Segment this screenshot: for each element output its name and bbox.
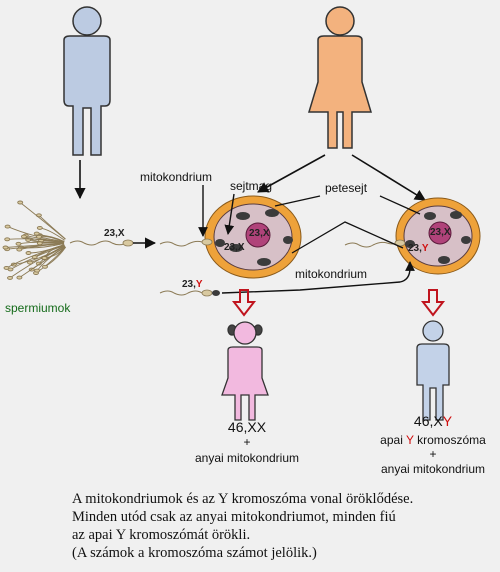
- mitokondrium-top-label: mitokondrium: [140, 170, 212, 184]
- caption-line: Minden utód csak az anyai mitokondriumot…: [72, 509, 396, 525]
- sperm-head: [36, 241, 43, 246]
- sperm-tail: [39, 227, 65, 241]
- sperm-tail: [36, 246, 66, 271]
- sperm-head: [25, 251, 32, 255]
- son-karyotype: 46,XY: [414, 413, 453, 429]
- sperm-tail: [13, 244, 65, 266]
- sperm-tail: [7, 226, 65, 242]
- sperm-head: [20, 234, 27, 239]
- egg-right-nucleus-label: 23,X: [430, 227, 451, 238]
- sperm-head: [2, 245, 9, 250]
- sperm-head: [15, 241, 22, 246]
- daughter-mito-text: anyai mitokondrium: [195, 451, 299, 465]
- red-arrow-daughter: [231, 289, 257, 317]
- sperm-head: [42, 264, 48, 269]
- sperm-y: [159, 289, 220, 297]
- egg-right-sperm-label: 23,Y: [408, 243, 429, 254]
- sperm-head: [16, 247, 23, 252]
- petesejt-line-left: [274, 195, 321, 207]
- petesejt-label: petesejt: [325, 181, 368, 195]
- son-plus: +: [429, 447, 436, 461]
- egg-cell-right: [395, 197, 481, 275]
- sperm-head: [17, 200, 24, 205]
- father-figure: [63, 6, 111, 156]
- sperm-head: [41, 256, 48, 260]
- mitokondrium-bottom-label: mitokondrium: [295, 267, 367, 281]
- spermiumok-label: spermiumok: [5, 301, 71, 315]
- sperm-head: [36, 225, 43, 230]
- sejtmag-arrow: [224, 193, 235, 235]
- sperm-head: [3, 265, 10, 270]
- caption-line: A mitokondriumok és az Y kromoszóma vona…: [72, 491, 414, 507]
- sperm-head: [34, 268, 41, 273]
- egg-left-sperm-label: 23,X: [224, 242, 245, 253]
- sperm-head: [4, 224, 11, 229]
- son-figure: [416, 320, 450, 421]
- sperm-head: [7, 275, 13, 280]
- caption-line: az apai Y kromoszómát örökli.: [72, 527, 251, 543]
- sperm-swarm: [2, 200, 67, 280]
- caption-line: (A számok a kromoszóma számot jelölik.): [72, 545, 317, 561]
- petesejt-line-right: [379, 195, 421, 215]
- sperm-head: [36, 234, 42, 239]
- daughter-plus: +: [243, 435, 250, 449]
- sperm-tail: [5, 242, 65, 248]
- sperm-entering-left: [159, 238, 225, 247]
- sperm-y-label: 23,Y: [182, 279, 203, 290]
- daughter-figure: [221, 321, 269, 421]
- egg-left-nucleus-label: 23,X: [249, 228, 270, 239]
- son-mito-text: anyai mitokondrium: [381, 462, 485, 476]
- daughter-karyotype: 46,XX: [228, 419, 267, 435]
- sejtmag-label: sejtmag: [230, 179, 272, 193]
- sperm-tail: [29, 245, 65, 264]
- sperm-head: [16, 275, 23, 280]
- sperm-head: [4, 237, 11, 242]
- egg-connector-lower: [291, 221, 404, 254]
- son-y-text: apai Y kromoszóma: [380, 433, 486, 447]
- sperm-head: [27, 260, 33, 265]
- sperm-head: [35, 261, 42, 266]
- red-arrow-son: [420, 289, 446, 317]
- mother-arrow-left: [257, 154, 326, 193]
- mother-figure: [307, 6, 373, 149]
- sperm-tail: [19, 202, 66, 240]
- sperm-tail: [7, 238, 65, 244]
- sperm-x-label: 23,X: [104, 228, 125, 239]
- caption: A mitokondriumok és az Y kromoszóma vona…: [72, 490, 497, 562]
- sperm-head: [33, 231, 40, 236]
- mother-arrow-right: [351, 154, 426, 201]
- egg-cell-left: [204, 195, 302, 279]
- sperm-y-path: [221, 261, 415, 294]
- sperm-x: [69, 239, 134, 247]
